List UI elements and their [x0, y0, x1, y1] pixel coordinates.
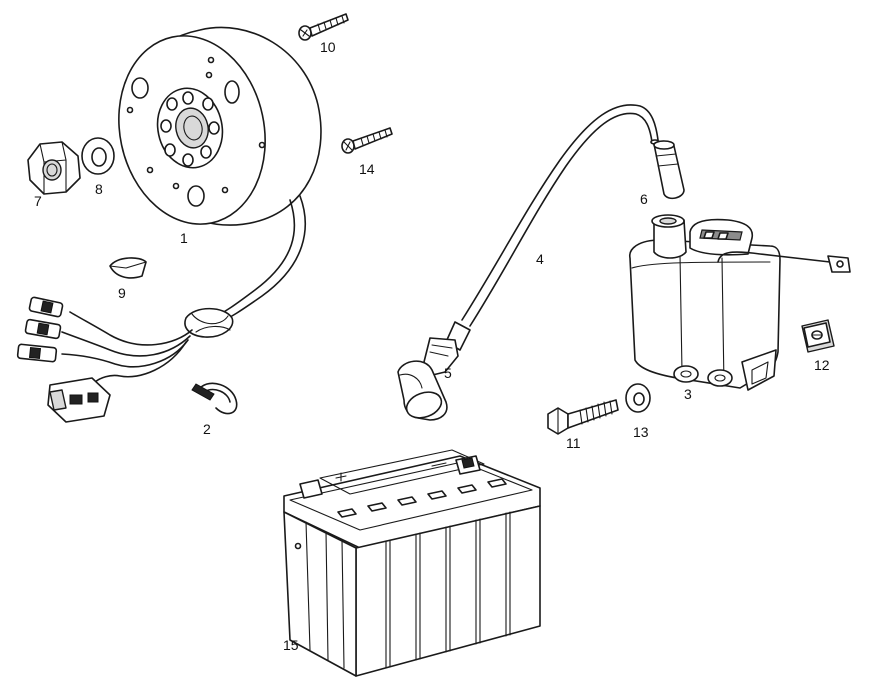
callout-6: 6 — [640, 191, 648, 207]
callout-13: 13 — [633, 424, 649, 440]
coil-boot — [653, 140, 685, 200]
washer-small — [81, 137, 115, 175]
cable-clip — [191, 382, 238, 415]
spark-plug-cap — [397, 321, 471, 421]
callout-4: 4 — [536, 251, 544, 267]
callout-2: 2 — [203, 421, 211, 437]
callout-1: 1 — [180, 230, 188, 246]
bolt — [547, 399, 619, 435]
screw-top — [298, 13, 349, 41]
callout-3: 3 — [684, 386, 692, 402]
woodruff-key — [109, 257, 147, 279]
screw — [341, 127, 393, 154]
wire-connectors — [16, 296, 111, 423]
callout-8: 8 — [95, 181, 103, 197]
callout-10: 10 — [320, 39, 336, 55]
flywheel-assembly — [16, 26, 322, 423]
callout-11: 11 — [566, 435, 581, 451]
callout-14: 14 — [359, 161, 375, 177]
clip-nut — [801, 319, 835, 353]
cell-caps — [337, 478, 507, 518]
callout-labels: 1 2 3 4 5 6 7 8 9 10 11 12 13 14 15 — [34, 39, 830, 653]
cdi-ignition-coil — [629, 214, 851, 391]
callout-9: 9 — [118, 285, 126, 301]
battery — [283, 449, 541, 677]
hv-lead — [461, 104, 660, 327]
hub-holes — [160, 91, 220, 167]
callout-12: 12 — [814, 357, 830, 373]
washer — [625, 383, 651, 413]
callout-15: 15 — [283, 637, 299, 653]
callout-5: 5 — [444, 365, 452, 381]
nut — [27, 141, 81, 195]
callout-7: 7 — [34, 193, 42, 209]
cable-grommet — [184, 307, 234, 338]
